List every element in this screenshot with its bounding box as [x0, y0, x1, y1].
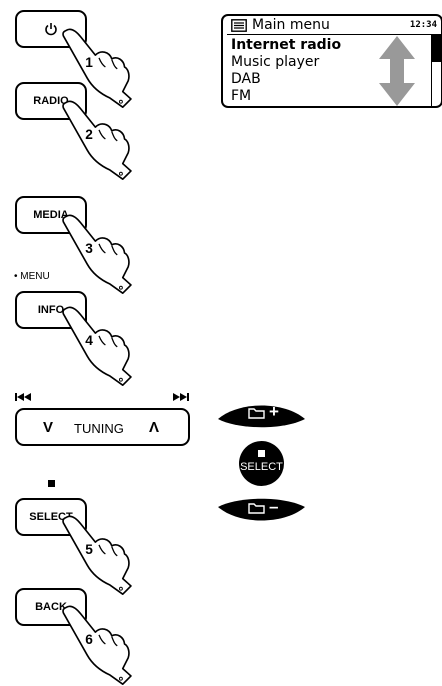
tuning-label: TUNING [74, 421, 124, 436]
stop-icon [48, 480, 55, 487]
tuning-up-button[interactable]: Λ [149, 419, 160, 436]
pointing-hand-icon: 4 [62, 306, 132, 386]
menu-item-fm[interactable]: FM [231, 88, 252, 104]
radio-button-label: RADIO [33, 95, 69, 107]
pointing-hand-icon: 2 [62, 100, 132, 180]
pointing-hand-icon: 5 [62, 515, 132, 595]
skip-back-icon[interactable] [15, 392, 35, 402]
pointing-hand-icon: 6 [62, 605, 132, 685]
step-number: 1 [85, 55, 93, 70]
tuning-control[interactable]: V TUNING Λ [15, 408, 190, 446]
menu-item-dab[interactable]: DAB [231, 71, 261, 87]
power-button[interactable] [15, 10, 87, 48]
power-icon [45, 23, 57, 36]
display-time: 12:34 [409, 20, 437, 30]
menu-caption: • MENU [14, 271, 50, 282]
lcd-display: Main menu 12:34 Internet radio Music pla… [221, 14, 442, 108]
scroll-arrow-icon [379, 36, 415, 106]
stop-icon [258, 450, 265, 457]
scrollbar[interactable] [431, 35, 441, 106]
tuning-down-button[interactable]: V [43, 419, 54, 436]
step-number: 4 [85, 333, 93, 348]
back-button-label: BACK [35, 601, 67, 613]
media-button-label: MEDIA [33, 209, 69, 221]
preset-down-button[interactable]: – [217, 497, 306, 531]
info-button-label: INFO [37, 304, 65, 316]
folder-icon [248, 503, 265, 514]
step-number: 2 [85, 127, 93, 142]
preset-up-button[interactable]: + [217, 395, 306, 429]
pointing-hand-icon: 3 [62, 214, 132, 294]
menu-item-internet-radio[interactable]: Internet radio [231, 37, 342, 53]
scrollbar-thumb[interactable] [432, 35, 441, 62]
select-knob-label: SELECT [240, 461, 283, 473]
step-number: 5 [85, 542, 93, 557]
select-knob[interactable]: SELECT [239, 441, 284, 486]
pointing-hand-icon: 1 [62, 28, 132, 108]
preset-up-label: + [269, 402, 279, 421]
step-number: 6 [85, 632, 93, 647]
step-number: 3 [85, 241, 93, 256]
menu-item-music-player[interactable]: Music player [231, 54, 320, 70]
select-button-label: SELECT [29, 511, 73, 523]
folder-icon [248, 408, 265, 419]
display-title: Main menu [252, 17, 330, 33]
menu-list-icon [231, 19, 247, 32]
skip-forward-icon[interactable] [170, 392, 190, 402]
preset-down-label: – [269, 497, 279, 516]
